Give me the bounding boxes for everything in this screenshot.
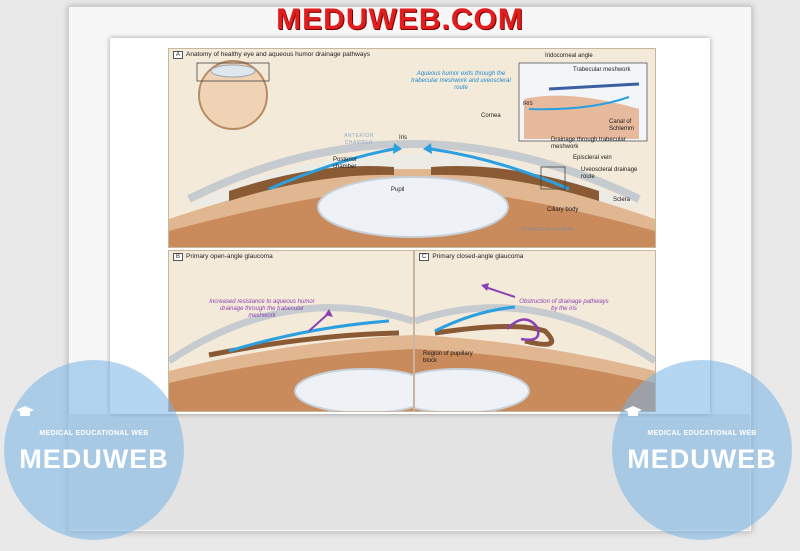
label-drainage-tm: Drainage through trabecular meshwork xyxy=(551,137,626,150)
panel-a-illustration xyxy=(169,60,655,247)
panel-b-badge: B xyxy=(173,253,184,261)
inset-iris-tag: IRIS xyxy=(523,101,533,107)
flow-note: Aqueous humor exits through the trabecul… xyxy=(411,71,511,91)
panel-a-title-text: Anatomy of healthy eye and aqueous humor… xyxy=(186,51,370,58)
label-iris: Iris xyxy=(399,135,407,141)
label-anterior-chamber: ANTERIOR CHAMBER xyxy=(344,133,374,146)
panel-c-note: Obstruction of drainage pathways by the … xyxy=(519,299,609,312)
watermark-right-line1: MEDICAL EDUCATIONAL WEB xyxy=(647,430,757,437)
label-sclera: Sclera xyxy=(613,197,631,203)
inset-title: Iridocorneal angle xyxy=(545,53,593,59)
panel-c-badge: C xyxy=(419,253,430,261)
label-pupillary-block: Region of pupillary block xyxy=(423,351,473,364)
label-episcleral: Episcleral vein xyxy=(573,155,612,161)
panel-c-illustration xyxy=(415,283,655,411)
panel-b-note: Increased resistance to aqueous humor dr… xyxy=(209,299,315,319)
panel-c-title-text: Primary closed-angle glaucoma xyxy=(432,253,524,260)
label-uveoscleral: Uveoscleral drainage route xyxy=(581,167,638,180)
inset-trabecular: Trabecular meshwork xyxy=(573,67,631,73)
label-pupil: Pupil xyxy=(391,187,405,193)
watermark-left: MEDICAL EDUCATIONAL WEB MEDUWEB xyxy=(4,360,184,540)
watermark-left-line2: MEDUWEB xyxy=(19,444,169,474)
watermark-left-line1: MEDICAL EDUCATIONAL WEB xyxy=(39,430,149,437)
inset-schlemm: Canal of Schlemm xyxy=(609,119,635,132)
panel-a-badge: A xyxy=(173,51,184,59)
graduation-cap-icon xyxy=(16,406,34,416)
label-lens: LENS xyxy=(405,207,423,213)
label-vitreous: VITREOUS HUMOR xyxy=(521,227,574,233)
brand-title: MEDUWEB.COM xyxy=(276,3,524,36)
watermark-right-line2: MEDUWEB xyxy=(627,444,777,474)
label-posterior-chamber: Posterior chamber xyxy=(333,157,358,170)
label-ciliary: Ciliary body xyxy=(547,207,579,213)
watermark-right: MEDICAL EDUCATIONAL WEB MEDUWEB xyxy=(612,360,792,540)
panel-b-illustration xyxy=(169,304,413,411)
panel-b-title-text: Primary open-angle glaucoma xyxy=(186,253,273,260)
graduation-cap-icon xyxy=(624,406,642,416)
label-cornea: Cornea xyxy=(481,113,501,119)
